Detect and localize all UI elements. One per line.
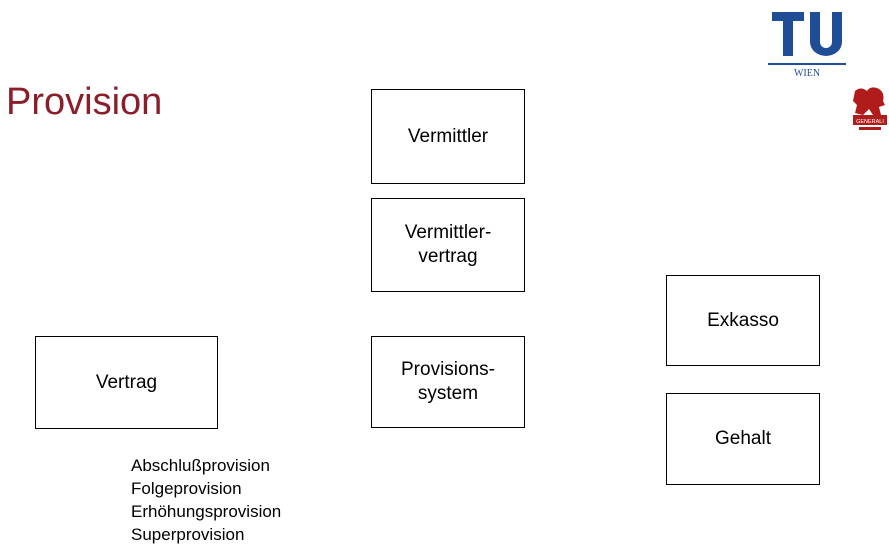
box-vertrag: Vertrag: [35, 336, 218, 429]
provision-type-item: Abschlußprovision: [131, 456, 270, 475]
provision-type-item: Folgeprovision: [131, 479, 242, 498]
box-provisionssystem: Provisions- system: [371, 336, 525, 428]
box-exkasso: Exkasso: [666, 275, 820, 366]
provision-types-list: Abschlußprovision Folgeprovision Erhöhun…: [131, 454, 281, 546]
provision-type-item: Erhöhungsprovision: [131, 502, 282, 521]
slide-title: Provision: [6, 81, 163, 123]
box-gehalt: Gehalt: [666, 393, 820, 485]
box-vermittler: Vermittler: [371, 89, 525, 184]
tu-wien-logo: WIEN: [768, 12, 846, 79]
generali-logo: GENERALI: [853, 87, 887, 130]
generali-logo-text: GENERALI: [856, 119, 884, 125]
provision-type-item: Superprovision: [131, 525, 245, 544]
tu-logo-glyphs: [768, 12, 846, 65]
box-vermittlervertrag: Vermittler- vertrag: [371, 198, 525, 292]
tu-logo-subtext: WIEN: [794, 68, 820, 79]
